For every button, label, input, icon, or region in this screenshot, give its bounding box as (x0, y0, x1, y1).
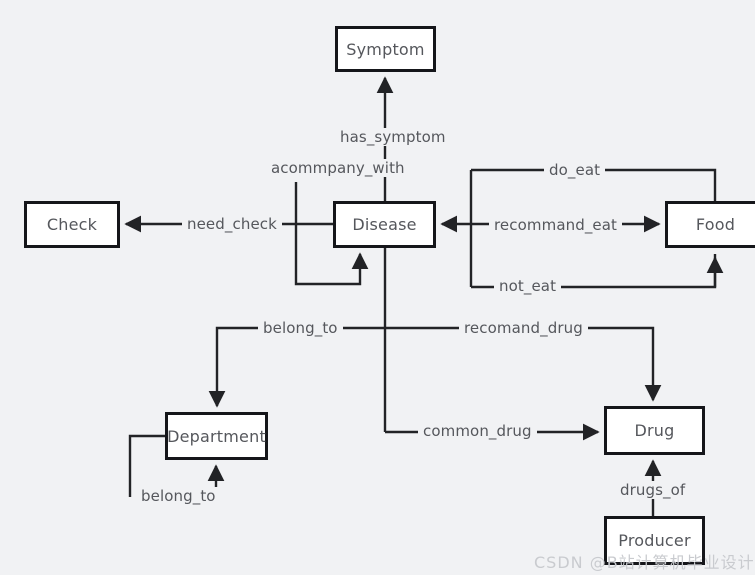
edge-label-belong-to: belong_to (258, 319, 343, 337)
edge-path-belong-to (208, 326, 385, 408)
edge-label-recommand-eat: recommand_eat (489, 216, 623, 234)
node-symptom-label: Symptom (346, 39, 425, 59)
edge-label-need-check: need_check (182, 215, 282, 233)
edge-label-recomand-drug: recomand_drug (459, 319, 588, 337)
watermark-text: CSDN @B站计算机毕业设计大学 (534, 553, 755, 572)
node-symptom[interactable]: Symptom (335, 26, 436, 72)
node-disease-label: Disease (352, 215, 417, 234)
node-drug[interactable]: Drug (604, 406, 705, 455)
edge-label-drugs-of: drugs_of (615, 481, 691, 499)
edge-path-recomand-drug (385, 326, 662, 402)
node-producer[interactable]: Producer (604, 516, 705, 565)
edge-label-has-symptom: has_symptom (335, 128, 451, 146)
edge-label-not-eat: not_eat (494, 277, 562, 295)
edge-label-common-drug: common_drug (418, 422, 537, 440)
node-department-label: Department (167, 426, 266, 446)
node-disease[interactable]: Disease (333, 201, 436, 248)
node-food-label: Food (695, 215, 736, 234)
edge-path-acommpany-with (294, 182, 369, 286)
node-drug-label: Drug (634, 421, 675, 440)
node-producer-label: Producer (618, 531, 691, 550)
edge-label-acommpany-with: acommpany_with (266, 159, 410, 177)
edge-label-belong-to-self: belong_to (136, 487, 221, 505)
node-department[interactable]: Department (165, 412, 268, 460)
edge-path-belong-to-self (128, 434, 165, 497)
node-food[interactable]: Food (665, 201, 755, 248)
edge-label-do-eat: do_eat (544, 161, 606, 179)
node-check[interactable]: Check (24, 201, 120, 248)
node-check-label: Check (46, 215, 98, 234)
